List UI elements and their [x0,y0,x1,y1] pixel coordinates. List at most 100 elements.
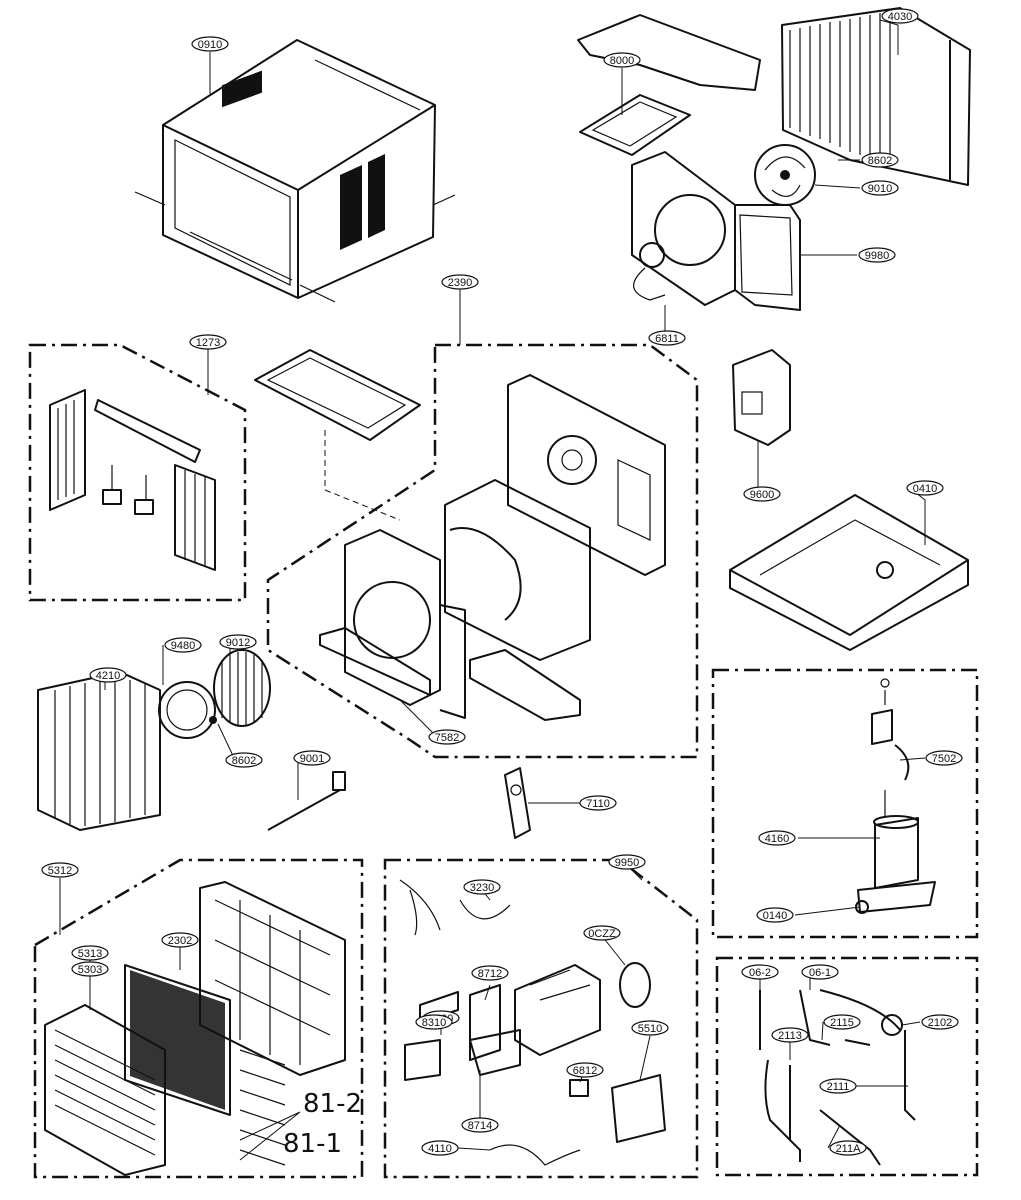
callout-4160: 4160 [758,830,796,846]
callout-0910: 0910 [191,36,229,52]
callout-9950: 9950 [608,854,646,870]
callout-oval [741,964,779,980]
control-box-part [399,879,666,1166]
callout-oval [579,795,617,811]
callout-7582: 7582 [428,729,466,745]
callout-8712: 8712 [471,965,509,981]
callout-5510: 5510 [631,1020,669,1036]
callout-oval [608,854,646,870]
callout-oval [219,634,257,650]
callout-label: 9480 [171,640,195,652]
callout-7502: 7502 [925,750,963,766]
callout-4210: 4210 [89,667,127,683]
callout-oval [71,945,109,961]
callout-label: 2390 [448,277,472,289]
callout-oval [161,932,199,948]
callout-label: 2102 [928,1017,952,1029]
callout-9480: 9480 [164,637,202,653]
refrigerant-tubing-part [759,989,916,1166]
callout-label: 8714 [468,1120,492,1132]
cabinet-part [134,39,456,303]
callout-6812: 6812 [566,1062,604,1078]
callout-oval [858,247,896,263]
group-outline-electrical [383,858,699,1179]
callout-2115: 2115 [823,1014,861,1030]
callout-oval [743,486,781,502]
rod-part [267,771,346,831]
callout-oval [71,961,109,977]
callout-label: 6811 [655,333,679,345]
leader-lines [59,19,926,1161]
callout-label: 7110 [586,798,610,810]
callout-oval [801,964,839,980]
callout-2111: 2111 [819,1078,857,1094]
callout-211a: 211A [829,1140,867,1156]
callout-oval [921,1014,959,1030]
top-bracket-part [577,14,761,156]
callout-oval [648,330,686,346]
callout-label: 7502 [932,753,956,765]
callout-9600: 9600 [743,486,781,502]
base-pan-part [729,494,969,651]
callout-2113: 2113 [771,1027,809,1043]
front-panel-part [44,881,346,1176]
callout-label: 8602 [232,755,256,767]
callout-label: 4110 [428,1143,452,1155]
callout-oval [631,1020,669,1036]
callout-3230: 3230 [463,879,501,895]
callout-8000: 8000 [603,52,641,68]
callout-label: 8712 [478,968,502,980]
callout-oval [293,750,331,766]
group-outline-compressor [711,668,979,939]
condenser-coil-part [781,7,971,186]
callout-label: 0140 [763,910,787,922]
callout-9012: 9012 [219,634,257,650]
callout-2102: 2102 [921,1014,959,1030]
callout-oval [819,1078,857,1094]
callout-oval [758,830,796,846]
callout-oval [756,907,794,923]
callout-oval [41,862,79,878]
callout-label: 5303 [78,964,102,976]
callout-2390: 2390 [441,274,479,290]
callout-5312: 5312 [41,862,79,878]
callout-label: 3230 [470,882,494,894]
evaporator-coil-part [37,671,161,831]
compressor-part [855,678,936,914]
callout-label: 2302 [168,935,192,947]
callout-label: 9950 [615,857,639,869]
blower-wheel-part [209,649,271,727]
callout-oval [461,1117,499,1133]
callout-oval [471,965,509,981]
callout-label: 6812 [573,1065,597,1077]
callout-layer: 0910800040308602901099806811239012739600… [41,8,963,1156]
callout-8310: 8310 [415,1014,453,1030]
group-outline-piping [715,956,979,1177]
callout-7110: 7110 [579,795,617,811]
callout-oval [829,1140,867,1156]
callout-0410: 0410 [906,480,944,496]
callout-label: 2111 [827,1081,850,1093]
callout-label: 06-2 [749,967,771,979]
callout-oval [861,152,899,168]
group-outline-front-grille [33,858,364,1179]
group-outline-side-louvers [28,343,247,602]
callout-4110: 4110 [421,1140,459,1156]
callout-label: 8602 [868,155,892,167]
callout-oval [164,637,202,653]
callout-label: 2115 [830,1017,854,1029]
callout-label: 9001 [300,753,324,765]
side-louver-part [49,389,216,571]
callout-8714: 8714 [461,1117,499,1133]
callout-label: 0410 [913,483,937,495]
callout-9001: 9001 [293,750,331,766]
handwritten-label-81-2: 81-2 [303,1089,362,1119]
callout-label: 0CZZ [588,928,616,940]
callout-label: 5313 [78,948,102,960]
callout-oval [421,1140,459,1156]
group-outline-blower-assembly [266,343,699,759]
callout-label: 06-1 [809,967,831,979]
handwritten-label-81-1: 81-1 [283,1129,342,1159]
callout-9010: 9010 [861,180,899,196]
callout-oval [191,36,229,52]
